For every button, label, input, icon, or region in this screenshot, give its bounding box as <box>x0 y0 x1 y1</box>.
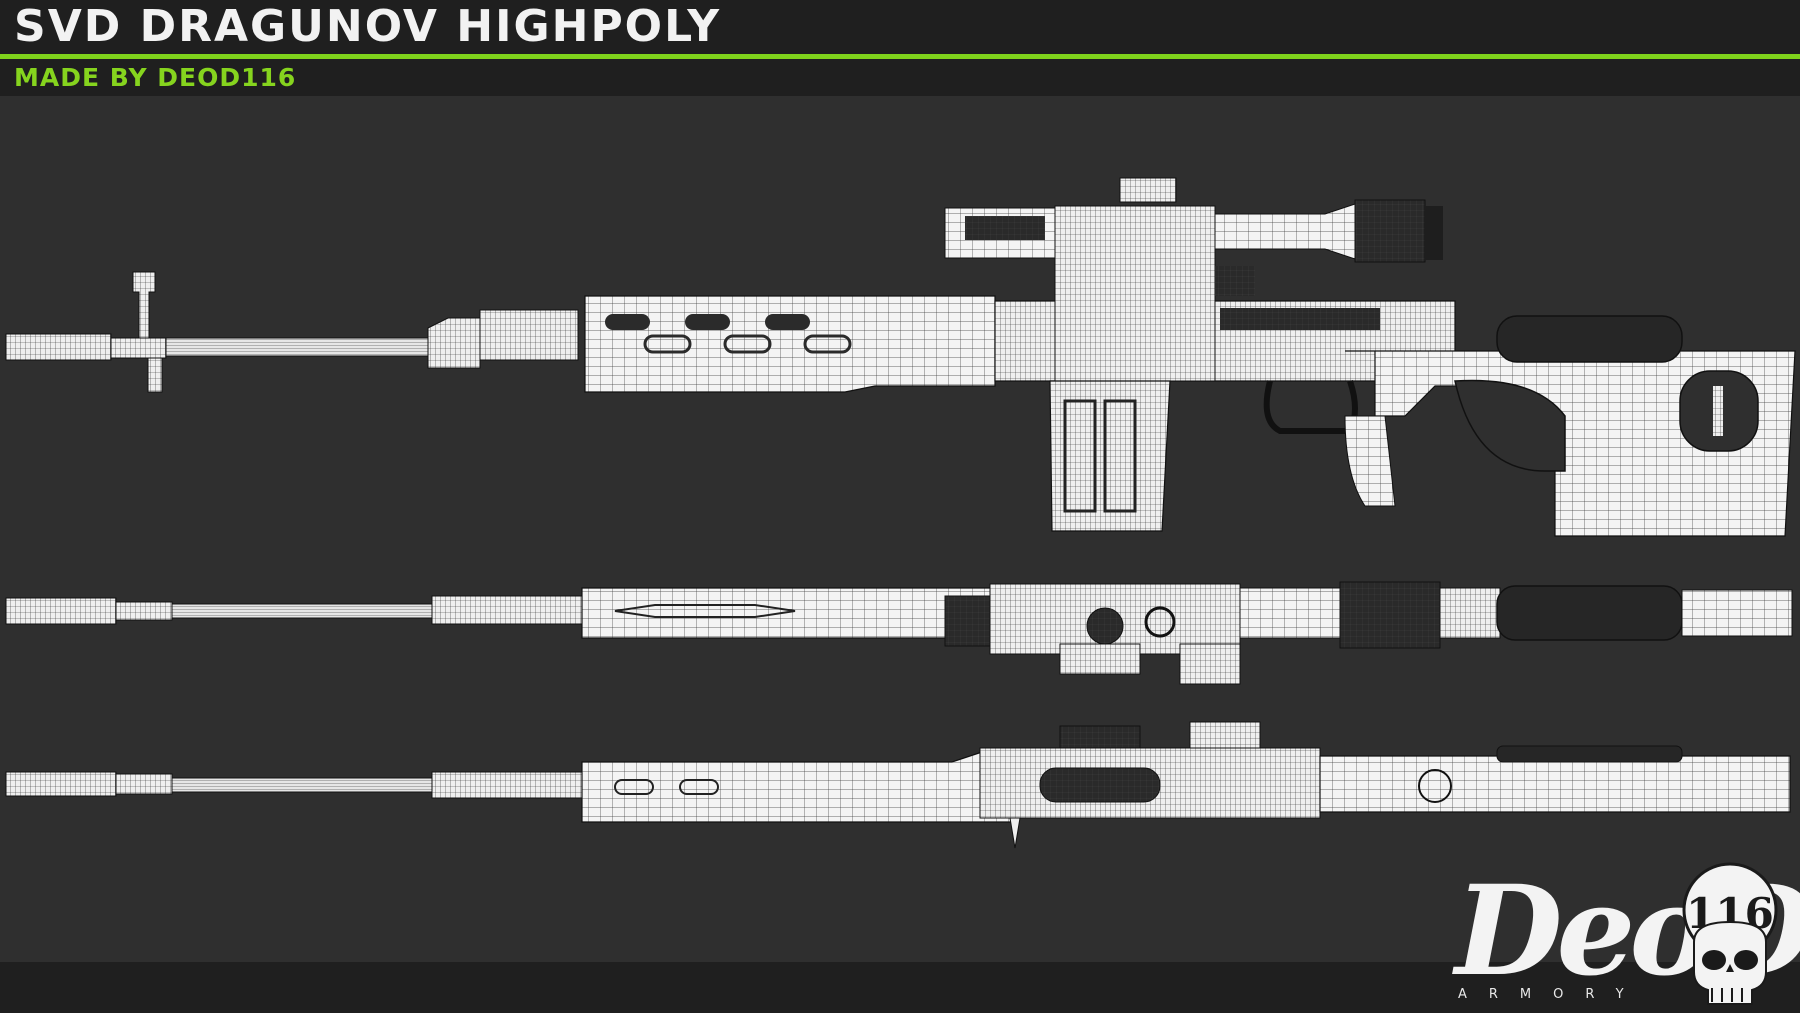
wireframe-render <box>5 177 1796 849</box>
subtitle-bar: MADE BY DEOD116 <box>0 59 1800 96</box>
skull-icon: 116 <box>1682 862 1778 1005</box>
author-credit: MADE BY DEOD116 <box>14 63 297 92</box>
render-viewport <box>0 96 1800 962</box>
footer-bar <box>0 962 1800 1013</box>
rifle-bottom-view <box>5 721 1791 849</box>
page-title: SVD DRAGUNOV HIGHPOLY <box>14 1 722 52</box>
accent-divider <box>0 54 1800 59</box>
brand-tagline: ARMORY <box>1458 987 1646 1002</box>
rifle-side-view <box>5 177 1796 537</box>
brand-wordmark: DeoD <box>1455 859 1800 1004</box>
rifle-top-view <box>5 581 1793 685</box>
title-bar: SVD DRAGUNOV HIGHPOLY <box>0 0 1800 54</box>
